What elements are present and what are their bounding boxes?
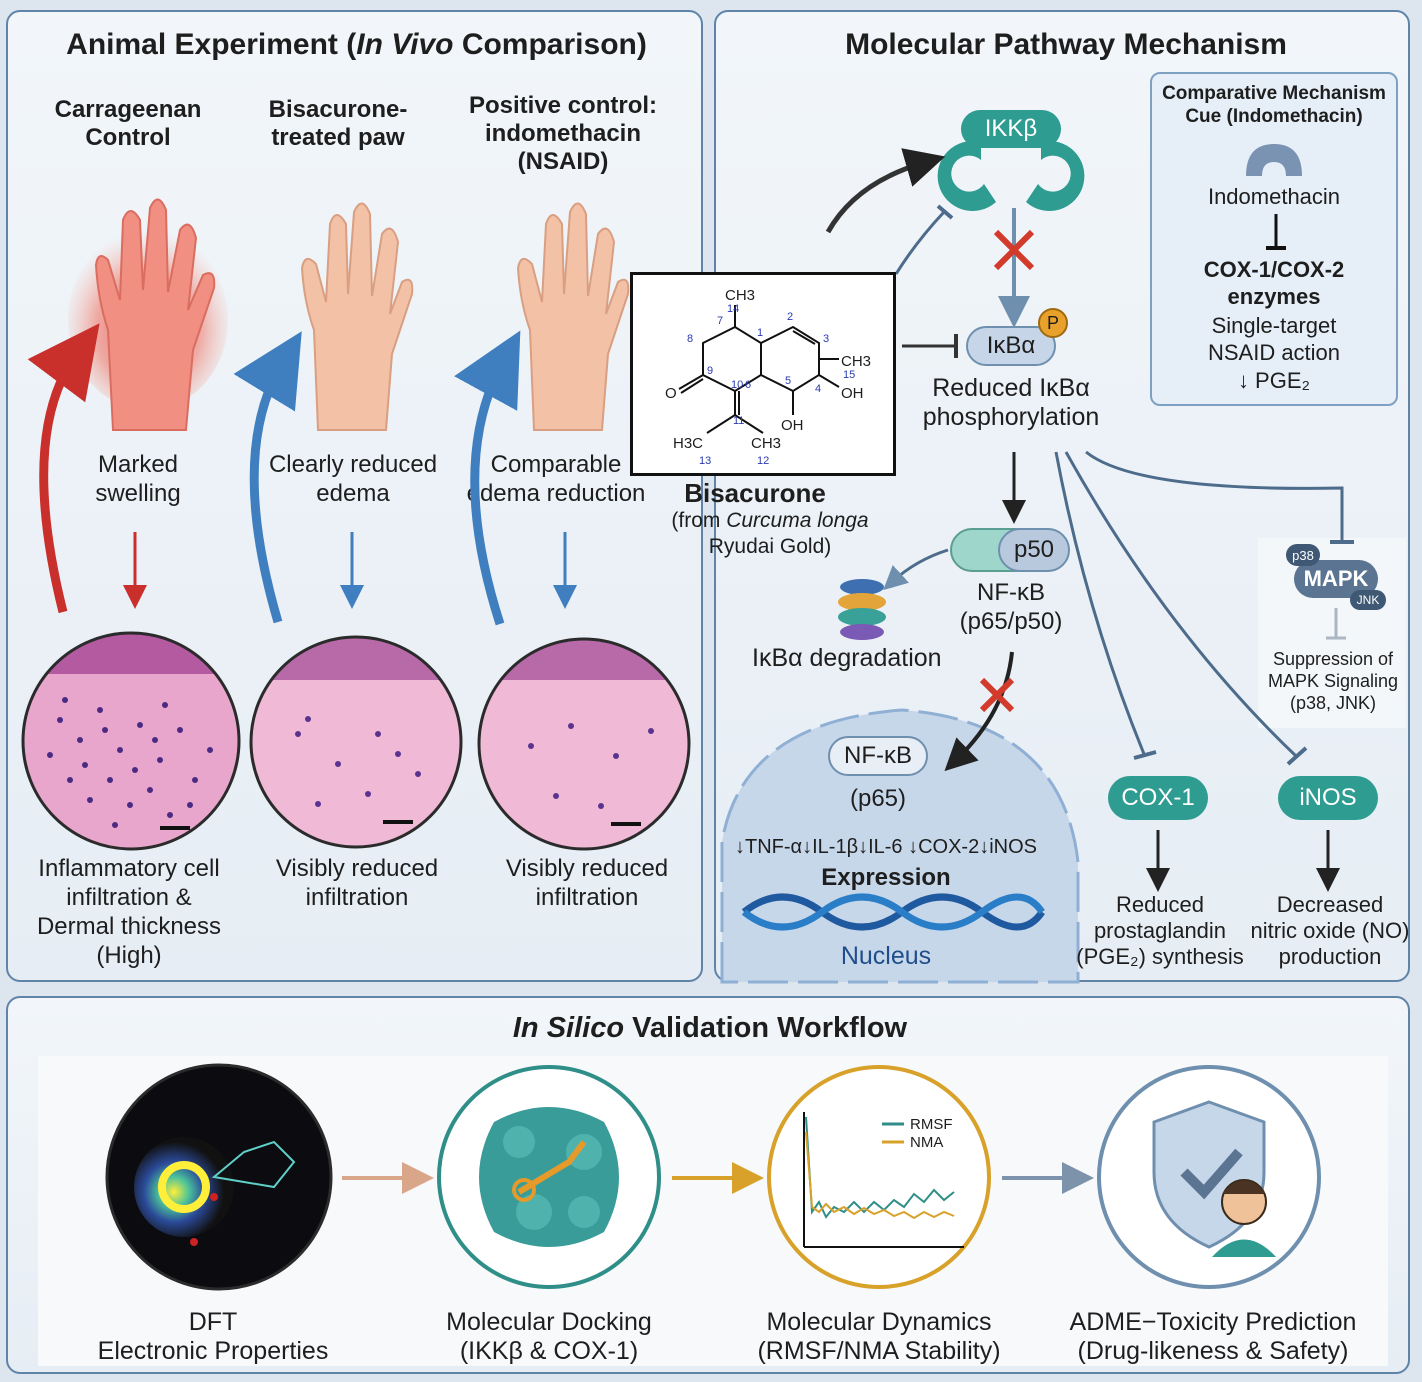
atom-oh-right: OH	[841, 385, 864, 402]
histology-label-bisacurone: Visibly reduced infiltration	[275, 855, 439, 911]
step-md-label: Molecular Dynamics (RMSF/NMA Stability)	[757, 1308, 1001, 1365]
atom-h3c-left: H3C	[673, 435, 704, 452]
inos-pill: iNOS	[1278, 776, 1378, 820]
expression-markers: ↓TNF-α↓IL-1β↓IL-6 ↓COX-2↓iNOS	[735, 836, 1037, 858]
atom-n4: 4	[815, 383, 822, 395]
electron-density-icon	[105, 1063, 333, 1291]
atom-n9: 9	[707, 365, 714, 377]
comparative-drug: Indomethacin	[1207, 184, 1341, 209]
flow-arrows	[27, 323, 577, 626]
protein-docking-icon	[437, 1065, 661, 1289]
atom-n14: 14	[727, 303, 740, 315]
proteasome-icon	[838, 579, 886, 640]
normal-paw-icon	[300, 202, 414, 431]
comparative-title: Comparative Mechanism Cue (Indomethacin)	[1162, 83, 1386, 127]
nfkb-label: NF-κB (p65/p50)	[959, 579, 1063, 635]
group-header-control: Carrageenan Control	[54, 96, 202, 151]
outcome-indomethacin: Comparable edema reduction	[466, 451, 646, 507]
atom-n2: 2	[787, 311, 794, 323]
workflow-arrows	[342, 1162, 1094, 1194]
atom-n5: 5	[785, 375, 792, 387]
atom-n10: 10	[731, 379, 744, 391]
inos-outcome: Decreased nitric oxide (NO) production	[1250, 892, 1410, 969]
atom-ch3-bottom: CH3	[751, 435, 782, 452]
comparative-box	[1150, 72, 1398, 406]
outcome-bisacurone: Clearly reduced edema	[268, 451, 438, 507]
mapk-p38-badge: p38	[1286, 544, 1320, 566]
histology-label-control: Inflammatory cell infiltration & Dermal …	[36, 855, 222, 969]
atom-n15: 15	[843, 369, 856, 381]
pathway-title: Molecular Pathway Mechanism	[845, 28, 1287, 61]
step-adme-label: ADME−Toxicity Prediction (Drug-likeness …	[1069, 1308, 1357, 1365]
atom-n6: 6	[745, 379, 752, 391]
outcome-control: Marked swelling	[95, 451, 181, 507]
atom-n11: 11	[733, 415, 745, 427]
animal-experiment-panel: Animal Experiment (In Vivo Comparison) C…	[6, 10, 703, 982]
reduced-phospho-label: Reduced IκBα phosphorylation	[922, 374, 1100, 431]
inflamed-paw-icon	[68, 198, 228, 431]
md-legend-nma: NMA	[910, 1134, 944, 1151]
comparative-effect: ↓ PGE₂	[1237, 368, 1311, 393]
bisacurone-structure-box: CH3 14 7 1 2 3 8 CH3 15 4 OH 5 6 9 O 10 …	[630, 272, 896, 476]
nucleus-p65-label: (p65)	[849, 785, 907, 812]
atom-ch3-right: CH3	[841, 353, 872, 370]
inhibition-bar	[1266, 214, 1286, 250]
atom-o: O	[665, 385, 677, 402]
ikba-degradation-label: IκBα degradation	[752, 644, 942, 672]
cox1-outcome: Reduced prostaglandin (PGE₂) synthesis	[1076, 892, 1244, 969]
in-silico-title: In Silico Validation Workflow	[512, 1012, 908, 1044]
histology-label-indomethacin: Visibly reduced infiltration	[505, 855, 669, 911]
atom-n8: 8	[687, 333, 694, 345]
md-plot-icon	[767, 1065, 991, 1289]
ikkb-label: IKKβ	[961, 110, 1061, 148]
indomethacin-icon	[1246, 144, 1302, 176]
atom-n12: 12	[757, 455, 770, 467]
pathway-arrows	[825, 148, 1354, 892]
bisacurone-source: (from Curcuma longa Ryudai Gold)	[671, 509, 869, 558]
atom-n13: 13	[699, 455, 712, 467]
mapk-pill: MAPK	[1294, 560, 1378, 598]
atom-n7: 7	[717, 315, 724, 327]
step-docking-label: Molecular Docking (IKKβ & COX-1)	[446, 1308, 652, 1365]
shield-user-icon	[1097, 1065, 1321, 1289]
histology-indomethacin	[477, 637, 691, 851]
histology-bisacurone	[249, 635, 463, 849]
group-header-indomethacin: Positive control: indomethacin (NSAID)	[468, 92, 658, 175]
p50-pill: p50	[998, 528, 1070, 572]
md-legend-rmsf: RMSF	[910, 1116, 953, 1133]
bisacurone-name: Bisacurone	[684, 478, 826, 508]
comparative-action: Single-target NSAID action	[1207, 313, 1341, 365]
atom-n1: 1	[757, 327, 764, 339]
pathway-panel: Molecular Pathway Mechanism IKKβ IκBα P …	[714, 10, 1410, 984]
expression-label: Expression	[821, 864, 951, 891]
comparative-target: COX-1/COX-2 enzymes	[1203, 257, 1345, 309]
histology-control	[21, 631, 241, 851]
bisacurone-structure	[678, 305, 840, 434]
in-silico-panel: In Silico Validation Workflow DFT Electr…	[6, 996, 1410, 1374]
mapk-jnk-badge: JNK	[1350, 590, 1386, 610]
nucleus-nfkb-pill: NF-κB	[828, 736, 928, 776]
nucleus-label: Nucleus	[840, 942, 932, 970]
atom-n3: 3	[823, 333, 830, 345]
ikkb-complex-icon	[937, 140, 1085, 211]
mapk-caption: Suppression of MAPK Signaling (p38, JNK)	[1267, 649, 1399, 713]
normal-paw-icon	[516, 202, 630, 431]
cox1-pill: COX-1	[1108, 776, 1208, 820]
atom-ch3-top: CH3	[725, 287, 756, 304]
group-header-bisacurone: Bisacurone- treated paw	[268, 96, 408, 151]
atom-oh-bottom: OH	[781, 417, 804, 434]
nucleus-shape	[720, 708, 1080, 984]
step-dft-label: DFT Electronic Properties	[97, 1308, 329, 1365]
animal-panel-title: Animal Experiment (In Vivo Comparison)	[66, 28, 647, 61]
phospho-badge: P	[1038, 308, 1068, 338]
